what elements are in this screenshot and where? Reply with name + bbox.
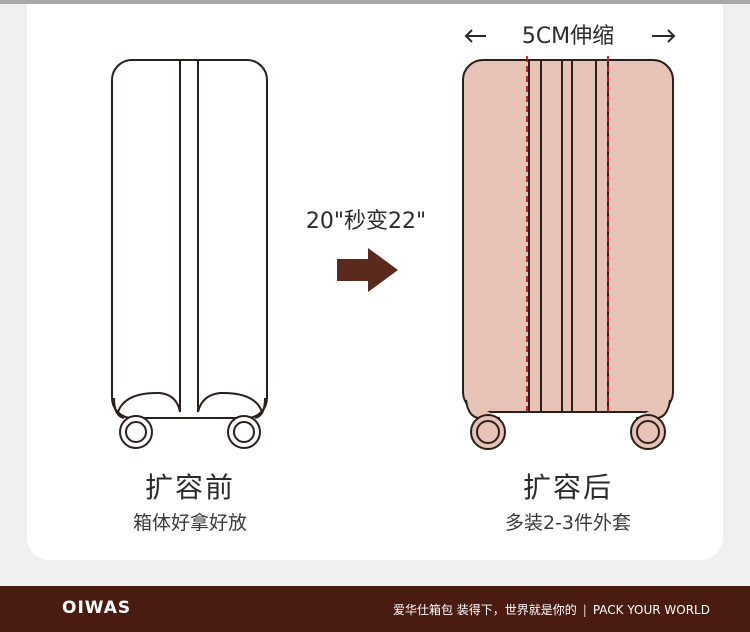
top-divider — [0, 0, 750, 4]
before-subtitle: 箱体好拿好放 — [132, 512, 247, 534]
after-title: 扩容后 — [522, 471, 613, 504]
brand-name: OIWAS — [62, 598, 132, 618]
arrow-left-icon — [464, 29, 486, 43]
slogan-en: PACK YOUR WORLD — [592, 603, 710, 617]
slogan-cn: 爱华仕箱包 装得下，世界就是你的 — [392, 603, 577, 617]
after-subtitle: 多装2-3件外套 — [504, 512, 632, 534]
suitcase-after — [462, 56, 674, 450]
before-title: 扩容前 — [144, 471, 235, 504]
slogan-separator: | — [582, 603, 587, 617]
transform-label: 20"秒变22" — [305, 209, 427, 234]
arrow-right-icon — [652, 29, 676, 43]
big-right-arrow-icon — [337, 248, 398, 292]
width-label: 5CM伸缩 — [521, 24, 615, 49]
slogan: 爱华仕箱包 装得下，世界就是你的 | PACK YOUR WORLD — [393, 601, 710, 618]
footer-bar: OIWAS 爱华仕箱包 装得下，世界就是你的 | PACK YOUR WORLD — [0, 586, 750, 632]
suitcase-before — [111, 59, 268, 449]
